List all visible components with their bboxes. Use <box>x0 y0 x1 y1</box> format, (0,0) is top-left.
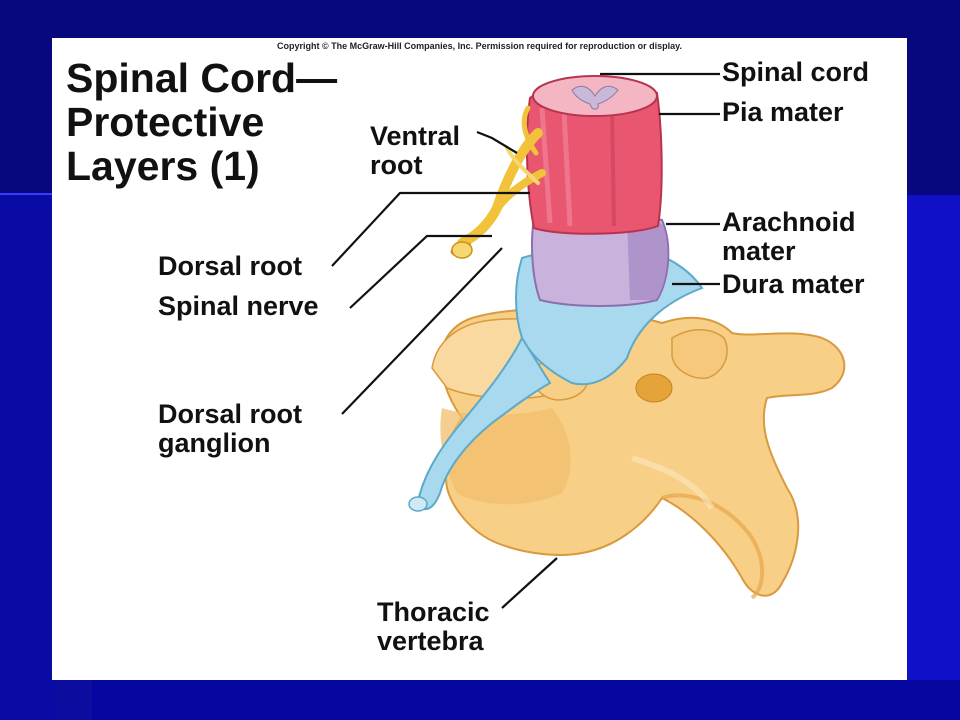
leader-dorsal-root-ganglion <box>341 247 503 415</box>
slide-title: Spinal Cord— Protective Layers (1) <box>66 56 396 188</box>
label-pia-mater: Pia mater <box>722 97 844 127</box>
label-arachnoid-mater: Arachnoid mater <box>722 207 856 266</box>
accent-line <box>0 193 60 195</box>
label-ventral-root: Ventral root <box>370 121 461 180</box>
label-dura-mater: Dura mater <box>722 269 865 299</box>
spinal-cord-shape <box>525 75 663 235</box>
background-band-left <box>0 195 55 720</box>
copyright-notice: Copyright © The McGraw-Hill Companies, I… <box>276 41 683 51</box>
title-line: Spinal Cord— <box>66 55 338 101</box>
title-line: Protective <box>66 99 265 145</box>
background-band-bottom <box>92 680 960 720</box>
label-dorsal-root: Dorsal root <box>158 251 303 281</box>
leader-spinal-nerve <box>349 234 492 309</box>
thoracic-vertebra-shape <box>431 307 846 600</box>
label-spinal-nerve: Spinal nerve <box>158 291 319 321</box>
label-dorsal-root-ganglion: Dorsal root ganglion <box>158 399 303 458</box>
label-spinal-cord: Spinal cord <box>722 57 870 87</box>
background-band-right <box>905 195 960 720</box>
label-thoracic-vertebra: Thoracic vertebra <box>377 597 490 656</box>
spinal-anatomy-illustration <box>331 72 846 609</box>
leader-lines <box>331 72 720 609</box>
leader-dorsal-root <box>331 191 530 267</box>
figure-panel: Copyright © The McGraw-Hill Companies, I… <box>52 38 907 680</box>
leader-ventral-root <box>476 130 518 154</box>
leader-thoracic-vertebra <box>501 557 558 609</box>
title-line: Layers (1) <box>66 143 260 189</box>
